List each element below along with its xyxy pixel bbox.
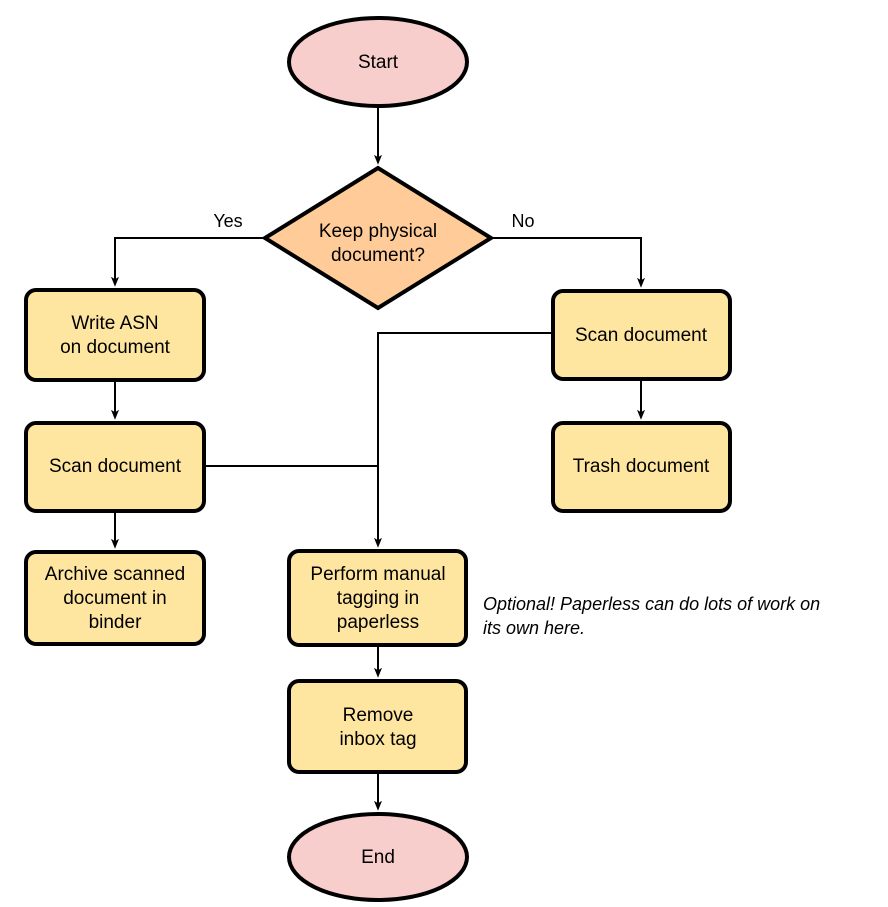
manual-tagging-box[interactable] <box>287 549 468 647</box>
edge-scan-right-to-tagging <box>374 332 553 548</box>
write-asn-label-line1: Write ASN <box>71 313 158 334</box>
node-keep-physical-decision[interactable]: Keep physical document? <box>261 165 495 311</box>
decision-diamond[interactable] <box>261 165 495 311</box>
start-ellipse[interactable] <box>287 16 469 108</box>
decision-label-line1: Keep physical <box>319 221 437 242</box>
end-label: End <box>361 847 395 868</box>
trash-label: Trash document <box>573 456 710 477</box>
node-start[interactable]: Start <box>287 16 469 108</box>
end-ellipse[interactable] <box>287 812 469 902</box>
edge-label-yes: Yes <box>213 211 242 231</box>
node-end[interactable]: End <box>287 812 469 902</box>
scan-left-box[interactable] <box>24 421 206 513</box>
optional-note-line2: its own here. <box>483 618 585 638</box>
scan-right-label: Scan document <box>575 325 708 346</box>
edge-label-no: No <box>511 211 534 231</box>
optional-note-line1: Optional! Paperless can do lots of work … <box>483 594 820 614</box>
connector-layer <box>111 106 645 811</box>
remove-inbox-label-line2: inbox tag <box>339 729 416 750</box>
node-scan-right[interactable]: Scan document <box>551 289 732 381</box>
start-label: Start <box>358 52 399 73</box>
node-write-asn[interactable]: Write ASN on document <box>24 288 206 382</box>
edge-decision-to-scan-right <box>491 237 645 288</box>
scan-left-label: Scan document <box>49 456 182 477</box>
archive-label-line3: binder <box>89 612 142 633</box>
node-scan-left[interactable]: Scan document <box>24 421 206 513</box>
node-trash[interactable]: Trash document <box>551 421 732 513</box>
archive-label-line1: Archive scanned <box>45 564 185 585</box>
node-manual-tagging[interactable]: Perform manual tagging in paperless <box>287 549 468 647</box>
decision-label-line2: document? <box>331 245 425 266</box>
write-asn-label-line2: on document <box>60 337 171 358</box>
node-archive-binder[interactable]: Archive scanned document in binder <box>24 550 206 646</box>
remove-inbox-box[interactable] <box>287 679 468 774</box>
annotation-optional-note: Optional! Paperless can do lots of work … <box>483 594 820 638</box>
scan-right-box[interactable] <box>551 289 732 381</box>
node-remove-inbox[interactable]: Remove inbox tag <box>287 679 468 774</box>
write-asn-box[interactable] <box>24 288 206 382</box>
edge-decision-to-write-asn <box>111 237 265 287</box>
tagging-label-line1: Perform manual <box>310 564 445 585</box>
tagging-label-line3: paperless <box>337 612 419 633</box>
trash-box[interactable] <box>551 421 732 513</box>
tagging-label-line2: tagging in <box>337 588 419 609</box>
archive-label-line2: document in <box>63 588 167 609</box>
archive-binder-box[interactable] <box>24 550 206 646</box>
remove-inbox-label-line1: Remove <box>343 705 414 726</box>
